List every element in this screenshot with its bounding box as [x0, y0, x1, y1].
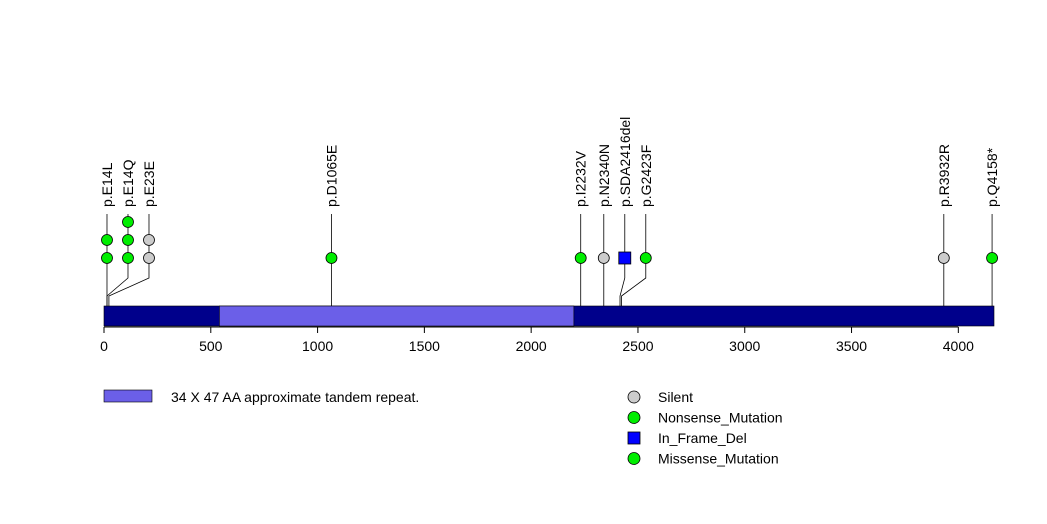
protein-backbone-layer — [103, 305, 995, 327]
domain-legend-label-0: 34 X 47 AA approximate tandem repeat. — [171, 389, 419, 405]
legend-label-1: Nonsense_Mutation — [658, 410, 783, 426]
mutation-label-0: p.E14L — [99, 162, 115, 207]
marker-7-0 — [639, 252, 652, 264]
connector-lines — [106, 214, 993, 306]
x-tick-label-1500: 1500 — [409, 338, 440, 354]
legend-swatch-2 — [627, 431, 641, 445]
mutation-label-9: p.Q4158* — [984, 147, 1000, 207]
legend-label-3: Missense_Mutation — [658, 451, 779, 467]
connector-6 — [619, 258, 626, 306]
x-tick-label-2500: 2500 — [622, 338, 653, 354]
domain-0 — [219, 305, 575, 327]
mutation-labels: p.E14L p.E14Q p.E23E p.D1065E p.I2232V p.N234… — [99, 117, 1000, 207]
legend-swatch-0 — [627, 390, 641, 404]
mutation-label-1: p.E14Q — [120, 159, 136, 207]
marker-1-0 — [122, 252, 134, 264]
mutation-label-8: p.R3932R — [936, 144, 952, 207]
x-tick-label-3000: 3000 — [729, 338, 760, 354]
x-tick-label-4000: 4000 — [943, 338, 974, 354]
domain-legend-swatch-0 — [103, 389, 153, 403]
legend-swatch-3 — [627, 452, 641, 465]
connector-2 — [108, 240, 150, 306]
marker-2-1 — [143, 234, 155, 246]
mutation-label-4: p.I2232V — [573, 150, 589, 207]
marker-0-0 — [101, 252, 113, 264]
x-tick-label-3500: 3500 — [836, 338, 867, 354]
legend-label-0: Silent — [658, 389, 693, 405]
marker-2-0 — [143, 252, 155, 264]
mutation-type-legend: SilentNonsense_MutationIn_Frame_DelMisse… — [627, 389, 783, 467]
connector-7 — [621, 258, 647, 306]
x-tick-label-2000: 2000 — [516, 338, 547, 354]
marker-1-1 — [122, 234, 134, 246]
x-tick-label-1000: 1000 — [302, 338, 333, 354]
marker-0-1 — [101, 234, 113, 246]
marker-8-0 — [937, 252, 950, 264]
marker-6-0 — [618, 251, 632, 265]
x-tick-label-500: 500 — [199, 338, 223, 354]
marker-5-0 — [597, 252, 610, 264]
mutation-label-6: p.SDA2416del — [617, 117, 633, 207]
mutation-label-3: p.D1065E — [323, 145, 339, 207]
connector-1 — [106, 222, 129, 306]
marker-3-0 — [325, 252, 338, 264]
mutation-label-7: p.G2423F — [638, 145, 654, 207]
x-axis: 0 500 1000 1500 2000 2500 3000 3500 4000 — [100, 326, 974, 354]
domain-legend: 34 X 47 AA approximate tandem repeat. — [103, 389, 419, 405]
mutation-markers — [101, 216, 998, 265]
marker-9-0 — [986, 252, 998, 264]
marker-1-2 — [122, 216, 134, 228]
x-tick-label-0: 0 — [100, 338, 108, 354]
marker-4-0 — [574, 252, 587, 264]
legend-swatch-1 — [627, 411, 641, 424]
legend-label-2: In_Frame_Del — [658, 430, 747, 446]
mutation-label-5: p.N2340N — [596, 144, 612, 207]
mutation-label-2: p.E23E — [141, 161, 157, 207]
